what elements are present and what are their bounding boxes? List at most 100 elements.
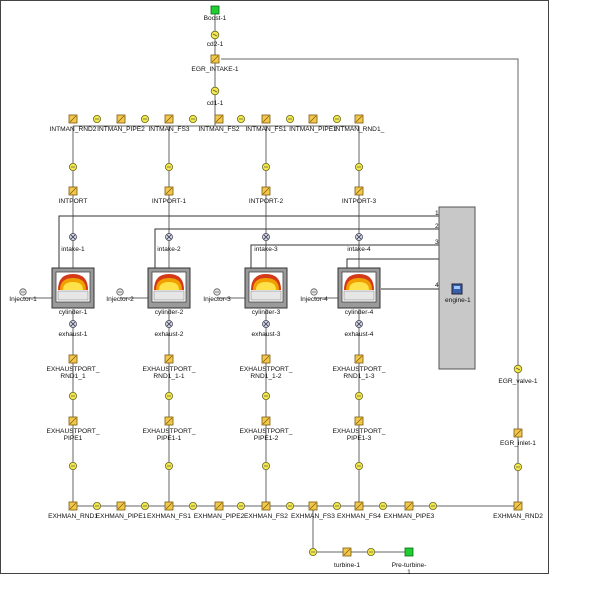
flow-connector[interactable]	[164, 461, 173, 470]
svg-text:4: 4	[435, 282, 439, 289]
intake2-label: intake-2	[157, 246, 181, 253]
combustion-flame-icon	[251, 274, 281, 290]
flow-connector[interactable]	[354, 162, 363, 171]
flow-connector[interactable]	[332, 501, 341, 510]
ep-rnd13-node[interactable]	[354, 354, 364, 364]
intman-rnd2-node[interactable]	[68, 114, 78, 124]
cylinders: cylinder-1 cylinder-2 cylinder-3 cylinder-4	[51, 267, 381, 316]
egr-inlet-node[interactable]	[513, 428, 523, 438]
flow-connector[interactable]	[69, 461, 78, 470]
exh4-node[interactable]	[355, 320, 363, 328]
flow-connector[interactable]	[366, 548, 375, 557]
exhman-fs4-node[interactable]	[354, 501, 364, 511]
intake4-node[interactable]	[355, 233, 363, 241]
flow-connector[interactable]	[69, 162, 78, 171]
intport1-node[interactable]	[164, 186, 174, 196]
cyl1-label: cylinder-1	[59, 309, 88, 316]
engine-block[interactable]: 1 2 3 4 engine-1	[435, 206, 476, 370]
flow-connector[interactable]	[164, 162, 173, 171]
flow-connector[interactable]	[261, 461, 270, 470]
egr-intake-label: EGR_INTAKE-1	[191, 66, 238, 73]
ep-rnd1-label-2: RND1_1	[60, 373, 86, 380]
flow-connector[interactable]	[354, 391, 363, 400]
flow-connector[interactable]	[188, 115, 197, 124]
flow-connector[interactable]	[164, 391, 173, 400]
flow-connector[interactable]	[236, 115, 245, 124]
flow-connector[interactable]	[332, 115, 341, 124]
flow-connector[interactable]	[93, 115, 102, 124]
exhman-rnd1-node[interactable]	[68, 501, 78, 511]
exhman-pipe2-node[interactable]	[214, 501, 224, 511]
flow-connector[interactable]	[236, 501, 245, 510]
exhman-rnd2-node[interactable]	[513, 501, 523, 511]
intman-fs1-node[interactable]	[261, 114, 271, 124]
intman-pipe2-label: INTMAN_PIPE2	[97, 126, 145, 133]
exhman-pipe1-label: EXHMAN_PIPE1	[96, 513, 147, 520]
ep-pipe11-node[interactable]	[164, 416, 174, 426]
flow-connector[interactable]	[140, 115, 149, 124]
ep-pipe13-label: EXHAUSTPORT_	[332, 428, 385, 435]
flow-connector[interactable]	[261, 162, 270, 171]
ep-rnd11-node[interactable]	[164, 354, 174, 364]
exh3-node[interactable]	[262, 320, 270, 328]
intake2-node[interactable]	[165, 233, 173, 241]
turbine-node[interactable]	[342, 547, 352, 557]
exhman-pipe1-node[interactable]	[116, 501, 126, 511]
ep-rnd12-label: EXHAUSTPORT_	[239, 366, 292, 373]
boost-node[interactable]	[210, 5, 220, 15]
exh2-node[interactable]	[165, 320, 173, 328]
egr-valve-node[interactable]	[513, 364, 523, 374]
flow-connector[interactable]	[93, 501, 102, 510]
exhman-pipe3-label: EXHMAN_PIPE3	[384, 513, 435, 520]
flow-connector[interactable]	[188, 501, 197, 510]
exhman-pipe3-node[interactable]	[404, 501, 414, 511]
flow-connector[interactable]	[285, 115, 294, 124]
inj4-node[interactable]	[310, 288, 318, 296]
exhman-fs1-node[interactable]	[164, 501, 174, 511]
exh1-node[interactable]	[69, 320, 77, 328]
ep-pipe13-node[interactable]	[354, 416, 364, 426]
inj2-node[interactable]	[116, 288, 124, 296]
cd1-node[interactable]	[210, 86, 220, 96]
flow-connector[interactable]	[69, 391, 78, 400]
intman-pipe2-node[interactable]	[116, 114, 126, 124]
flow-connector[interactable]	[378, 501, 387, 510]
ep-rnd11-label-2: RND1_1-1	[153, 373, 184, 380]
exhman-fs3-node[interactable]	[308, 501, 318, 511]
intake3-label: intake-3	[254, 246, 278, 253]
preturb-node[interactable]	[404, 547, 414, 557]
flow-connector[interactable]	[308, 548, 317, 557]
intport2-node[interactable]	[261, 186, 271, 196]
cyl3-label: cylinder-3	[252, 309, 281, 316]
cyl4-block[interactable]: cylinder-4	[337, 267, 381, 316]
intport3-node[interactable]	[354, 186, 364, 196]
intman-rnd1-node[interactable]	[354, 114, 364, 124]
intake1-node[interactable]	[69, 233, 77, 241]
ep-pipe12-node[interactable]	[261, 416, 271, 426]
flow-connector[interactable]	[140, 501, 149, 510]
intport-node[interactable]	[68, 186, 78, 196]
flow-connector[interactable]	[261, 391, 270, 400]
flow-connector[interactable]	[285, 501, 294, 510]
egr-intake-node[interactable]	[210, 54, 220, 64]
cd2-node[interactable]	[210, 30, 220, 40]
cyl1-block[interactable]: cylinder-1	[51, 267, 95, 316]
flow-connector[interactable]	[514, 462, 523, 471]
intman-pipe1-node[interactable]	[308, 114, 318, 124]
flow-connector[interactable]	[354, 461, 363, 470]
flow-connector[interactable]	[428, 501, 437, 510]
cyl3-block[interactable]: cylinder-3	[244, 267, 288, 316]
cd2-label: cd2-1	[207, 41, 224, 48]
ep-rnd1-node[interactable]	[68, 354, 78, 364]
exh4-label: exhaust-4	[345, 331, 374, 338]
intman-fs3-node[interactable]	[164, 114, 174, 124]
inj3-node[interactable]	[213, 288, 221, 296]
ep-rnd12-node[interactable]	[261, 354, 271, 364]
cyl2-block[interactable]: cylinder-2	[147, 267, 191, 316]
inj1-node[interactable]	[19, 288, 27, 296]
ep-pipe1-node[interactable]	[68, 416, 78, 426]
intman-fs2-node[interactable]	[214, 114, 224, 124]
intake3-node[interactable]	[262, 233, 270, 241]
exhman-fs2-node[interactable]	[261, 501, 271, 511]
